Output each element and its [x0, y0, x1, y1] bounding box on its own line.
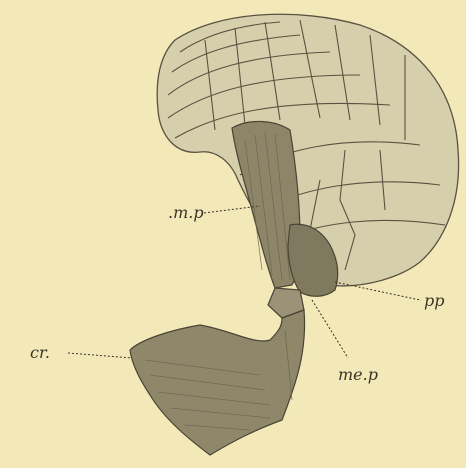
label-mp: .m.p	[168, 203, 204, 222]
leader-pp	[335, 282, 420, 300]
label-pp: pp	[424, 291, 444, 310]
coracoid	[130, 310, 305, 455]
label-cr: cr.	[30, 343, 50, 362]
leader-mep	[312, 300, 348, 358]
label-mep: me.p	[338, 365, 378, 384]
leader-cr	[68, 353, 132, 358]
